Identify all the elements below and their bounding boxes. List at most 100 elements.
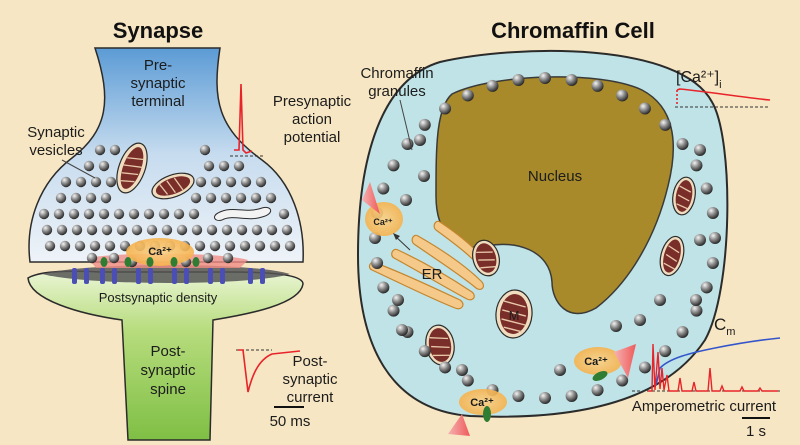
synaptic-vesicle — [85, 192, 97, 204]
synaptic-vesicle — [236, 224, 248, 236]
svg-text:potential: potential — [284, 129, 341, 146]
chromaffin-granule — [387, 304, 400, 317]
receptor-channel — [220, 268, 225, 284]
mitochondrion-label: M — [509, 308, 520, 323]
chromaffin-granule — [638, 102, 651, 115]
synapse-scale-label: 50 ms — [270, 413, 311, 430]
chromaffin-granule — [539, 72, 551, 84]
synaptic-vesicle — [250, 192, 262, 204]
chromaffin-granule — [616, 374, 629, 387]
er-calcium-arrowhead — [393, 233, 400, 240]
synaptic-vesicle — [221, 224, 233, 236]
chromaffin-granule — [700, 281, 713, 294]
synaptic-vesicle — [190, 192, 202, 204]
chromaffin-granule — [709, 232, 721, 244]
svg-text:Post-: Post- — [292, 353, 327, 370]
synaptic-vesicle — [202, 252, 214, 264]
calcium-channel-bottom — [483, 406, 491, 422]
action-potential-label: Presynaptic action potential — [273, 93, 352, 146]
calcium-channel — [124, 257, 132, 267]
synaptic-vesicle — [74, 240, 86, 252]
endoplasmic-reticulum — [368, 220, 494, 310]
synaptic-vesicle — [235, 192, 247, 204]
nucleus-label: Nucleus — [528, 168, 582, 185]
chromaffin-granule — [694, 234, 706, 246]
postsynaptic-current-label: Post- synaptic current — [282, 353, 338, 406]
nucleus — [435, 76, 674, 315]
chromaffin-granule — [396, 324, 408, 336]
synaptic-vesicle — [75, 176, 87, 188]
chromaffin-granule — [400, 194, 412, 206]
synaptic-vesicle — [41, 224, 53, 236]
svg-text:Synaptic: Synaptic — [27, 124, 85, 141]
synaptic-vesicle — [44, 240, 56, 252]
svg-text:Chromaffin: Chromaffin — [360, 65, 433, 82]
synaptic-vesicle — [251, 224, 263, 236]
calcium-channel — [192, 257, 200, 267]
svg-text:synaptic: synaptic — [140, 362, 196, 379]
chromaffin-granule — [418, 118, 431, 131]
synaptic-vesicle — [60, 176, 72, 188]
synaptic-vesicle — [188, 208, 200, 220]
receptor-channel — [112, 268, 117, 284]
chromaffin-granule — [418, 170, 430, 182]
synaptic-vesicle — [86, 224, 98, 236]
synaptic-vesicle — [205, 192, 217, 204]
synaptic-vesicle — [38, 208, 50, 220]
chromaffin-granule — [706, 257, 719, 270]
endoplasmic-tubule — [214, 206, 272, 221]
synaptic-vesicles-label: Synaptic vesicles — [27, 124, 85, 159]
synaptic-vesicle — [158, 208, 170, 220]
synaptic-vesicle — [131, 224, 143, 236]
synaptic-vesicle — [94, 144, 106, 156]
synaptic-vesicle — [218, 160, 230, 172]
postsynaptic-current-trace — [238, 349, 301, 393]
chromaffin-granule — [565, 390, 578, 403]
svg-text:Post-: Post- — [150, 343, 185, 360]
synaptic-vesicle — [206, 224, 218, 236]
chromaffin-granule — [512, 73, 525, 86]
chromaffin-mitochondrion — [495, 289, 533, 339]
chromaffin-granule — [591, 79, 604, 92]
calcium-channel-right — [592, 371, 608, 381]
synaptic-vesicle — [53, 208, 65, 220]
receptor-channel — [184, 268, 189, 284]
chromaffin-granule — [676, 326, 689, 339]
presynaptic-mitochondrion — [151, 172, 195, 200]
synaptic-vesicle — [101, 224, 113, 236]
amperometric-label: Amperometric current — [632, 398, 777, 415]
granules-pointer — [399, 99, 413, 151]
calcium-glow — [126, 238, 194, 266]
svg-text:Pre-: Pre- — [144, 57, 172, 74]
cm-trace — [655, 337, 781, 386]
chromaffin-granule — [512, 390, 525, 403]
synaptic-vesicle — [83, 160, 95, 172]
synaptic-vesicle — [161, 224, 173, 236]
chromaffin-mitochondrion — [672, 176, 696, 216]
receptor-channel — [248, 268, 253, 284]
chromaffin-scale-label: 1 s — [746, 423, 766, 440]
chromaffin-granule — [690, 159, 703, 172]
synaptic-vesicle — [222, 252, 234, 264]
synaptic-vesicle — [56, 224, 68, 236]
synaptic-vesicle — [108, 252, 120, 264]
chromaffin-granule — [610, 320, 622, 332]
chromaffin-granule — [616, 89, 629, 102]
svg-text:synaptic: synaptic — [282, 371, 338, 388]
synaptic-vesicle — [191, 224, 203, 236]
synaptic-vesicle — [113, 208, 125, 220]
chromaffin-granule — [439, 102, 452, 115]
chromaffin-granule — [439, 361, 452, 374]
chromaffin-granule — [401, 137, 414, 150]
postsynaptic-density-label: Postsynaptic density — [99, 290, 218, 305]
postsynaptic-spine-label: Post- synaptic spine — [140, 343, 196, 398]
chromaffin-granule — [377, 182, 390, 195]
synaptic-vesicle — [254, 240, 266, 252]
chromaffin-granule — [700, 182, 713, 195]
calcium-glow-bottom — [459, 389, 507, 415]
receptor-channel — [208, 268, 213, 284]
calcium-channels-group — [72, 257, 265, 284]
calcium-channel — [146, 257, 154, 267]
synaptic-vesicle — [109, 144, 121, 156]
